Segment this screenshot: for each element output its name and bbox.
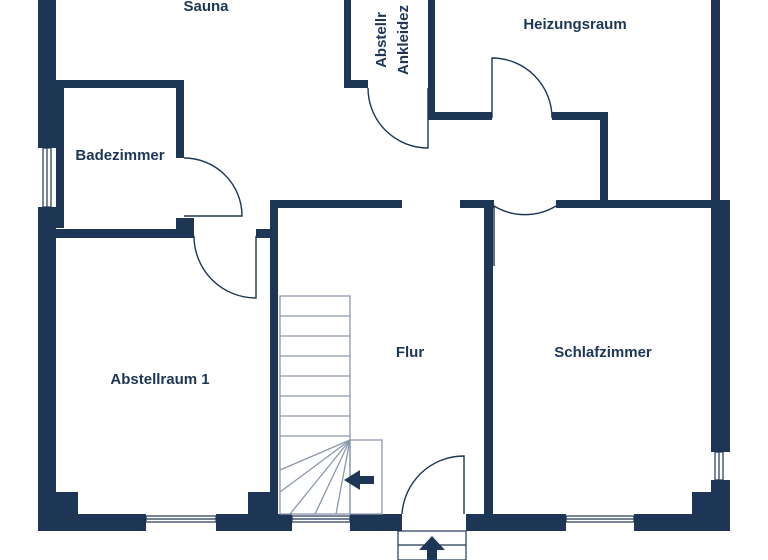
room-label-sauna: Sauna xyxy=(183,0,229,15)
walls xyxy=(38,0,730,531)
wall-closet-right xyxy=(428,0,435,120)
door-storage-1 xyxy=(193,235,257,299)
door-bedroom xyxy=(493,204,557,266)
wall-bottom-mid-left xyxy=(216,514,292,531)
wall-closet-left xyxy=(344,0,351,88)
room-label-closet-line2: Ankleidez xyxy=(395,5,412,75)
door-boiler xyxy=(491,57,553,119)
stairs-direction-arrow-icon xyxy=(344,470,374,490)
wall-hall-top-left xyxy=(270,200,402,208)
wall-hall-left xyxy=(270,200,278,514)
wall-left-lower xyxy=(38,207,56,531)
entrance-arrow-icon xyxy=(419,536,445,560)
wall-bath-top xyxy=(38,80,184,88)
room-label-boiler: Heizungsraum xyxy=(523,16,626,33)
wall-closet-bottom xyxy=(344,80,368,88)
wall-bottom-mid xyxy=(350,514,402,531)
wall-hall-top-right xyxy=(460,200,494,208)
wall-hall-right xyxy=(484,200,493,514)
wall-bath-right xyxy=(176,80,184,158)
wall-bottom-mid-right xyxy=(466,514,566,531)
room-label-bedroom: Schlafzimmer xyxy=(554,344,652,361)
doors xyxy=(183,57,557,515)
wall-bath-door-stub xyxy=(176,218,194,229)
room-label-hallway: Flur xyxy=(396,344,424,361)
windows xyxy=(42,147,724,523)
wall-right-bottom xyxy=(711,480,730,514)
corner-block-1 xyxy=(56,492,78,514)
wall-bath-bottom-a xyxy=(56,229,194,238)
wall-bottom-left xyxy=(38,514,146,531)
door-bath xyxy=(183,157,243,217)
wall-bedroom-top xyxy=(556,200,714,208)
wall-bath-left-inner xyxy=(56,88,64,228)
room-label-bathroom: Badezimmer xyxy=(75,147,164,164)
wall-boiler-bottom-left xyxy=(428,112,492,120)
room-label-closet-line1: Abstellr xyxy=(373,12,390,68)
wall-left-upper xyxy=(38,0,56,148)
wall-bath-bottom-b xyxy=(256,229,270,238)
wall-right-lower xyxy=(711,200,730,452)
corner-block-2 xyxy=(248,492,270,514)
wall-boiler-bottom-right xyxy=(552,112,608,120)
door-closet xyxy=(367,87,429,149)
wall-bottom-right xyxy=(634,514,730,531)
wall-boiler-right-low xyxy=(600,112,608,200)
door-entrance xyxy=(401,455,465,515)
room-label-storage-1: Abstellraum 1 xyxy=(110,371,209,388)
wall-right-upper xyxy=(711,0,720,200)
